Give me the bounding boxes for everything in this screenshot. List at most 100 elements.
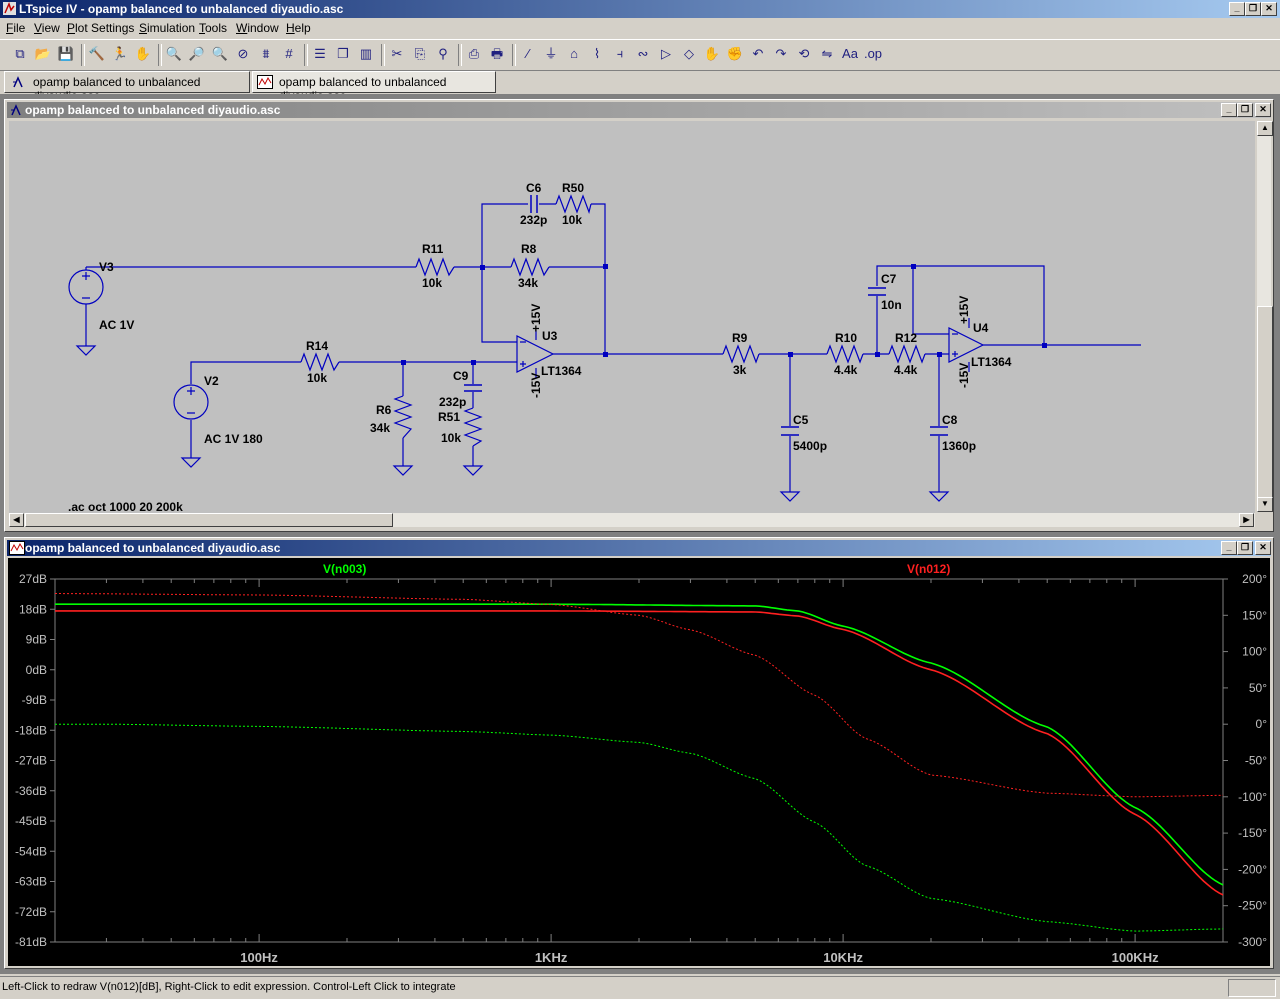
waveform-icon	[257, 75, 273, 89]
ground-icon[interactable]: ⏚	[544, 46, 558, 61]
svg-text:AC 1V 180: AC 1V 180	[204, 432, 263, 446]
copy-icon[interactable]: ⎘	[414, 46, 426, 61]
minimize-button[interactable]: _	[1229, 2, 1245, 16]
move-icon[interactable]: ✋	[703, 46, 721, 61]
document-tabs: opamp balanced to unbalanced diyaudio.as…	[0, 71, 1280, 103]
wire-icon[interactable]: ∕	[526, 46, 530, 61]
save-icon[interactable]: 💾	[57, 46, 75, 61]
schematic-canvas[interactable]: V3 AC 1V V2 AC 1V 180 R11 10k R8 34k C6 …	[9, 121, 1255, 513]
y-tick-label: 0dB	[26, 663, 47, 677]
component-icon[interactable]: ◇	[684, 46, 694, 61]
ground-symbols	[75, 345, 950, 502]
menu-file[interactable]: File	[6, 21, 26, 35]
control-panel-icon[interactable]: 🔨	[88, 46, 106, 61]
mirror-icon[interactable]: ⇋	[821, 46, 833, 61]
zoom-fit-icon[interactable]: ⊘	[237, 46, 249, 61]
find-icon[interactable]: ⚲	[438, 46, 448, 61]
voltage-source-v2[interactable]	[173, 384, 209, 420]
new-schematic-icon[interactable]: ⧉	[15, 46, 25, 61]
drag-icon[interactable]: ✊	[726, 46, 744, 61]
scroll-down-icon[interactable]: ▼	[1257, 497, 1273, 512]
y-tick-label: -54dB	[15, 844, 47, 858]
opamps[interactable]	[516, 327, 985, 373]
close-button[interactable]: ✕	[1261, 2, 1277, 16]
svg-text:AC 1V: AC 1V	[99, 318, 134, 332]
menu-tools[interactable]: Tools	[199, 21, 228, 35]
tile-horizontal-icon[interactable]: ☰	[314, 46, 326, 61]
restore-button[interactable]: ❐	[1237, 541, 1253, 555]
trace-vn012-phase	[55, 593, 1224, 798]
menu-plot-settings[interactable]: Plot Settings	[67, 21, 135, 35]
tab-waveform[interactable]: opamp balanced to unbalanced diyaudio.as…	[252, 71, 496, 103]
print-preview-icon[interactable]: ⎙	[468, 46, 480, 61]
restore-button[interactable]: ❐	[1245, 2, 1261, 16]
halt-icon[interactable]: ✋	[134, 46, 152, 61]
cut-icon[interactable]: ✂	[391, 46, 403, 61]
scroll-up-icon[interactable]: ▲	[1257, 121, 1273, 136]
tile-vertical-icon[interactable]: ▥	[359, 46, 373, 61]
trace-label-vn012[interactable]: V(n012)	[907, 562, 950, 576]
voltage-source-v3[interactable]	[68, 269, 104, 305]
svg-text:V2: V2	[204, 374, 219, 388]
tab-schematic[interactable]: opamp balanced to unbalanced diyaudio.as…	[4, 71, 250, 103]
capacitors[interactable]	[464, 195, 948, 436]
close-button[interactable]: ✕	[1255, 103, 1271, 117]
diode-icon[interactable]: ▷	[661, 46, 671, 61]
close-button[interactable]: ✕	[1255, 541, 1271, 555]
app-title: LTspice IV - opamp balanced to unbalance…	[19, 2, 344, 16]
y-tick-label: -27dB	[15, 754, 47, 768]
text-icon[interactable]: Aa	[842, 46, 858, 61]
restore-button[interactable]: ❐	[1237, 103, 1253, 117]
open-icon[interactable]: 📂	[34, 46, 52, 61]
spice-directive-icon[interactable]: .op	[863, 46, 883, 61]
scroll-thumb[interactable]	[25, 513, 393, 527]
autorange-icon[interactable]: ⩩	[262, 46, 270, 61]
grid-icon[interactable]: #	[285, 46, 293, 61]
capacitor-icon[interactable]: ⫞	[616, 46, 624, 61]
resistor-icon[interactable]: ⌇	[593, 46, 601, 61]
status-text: Left-Click to redraw V(n012)[dB], Right-…	[2, 981, 456, 993]
y-tick-label: -63dB	[15, 875, 47, 889]
cascade-icon[interactable]: ❐	[337, 46, 349, 61]
undo-icon[interactable]: ↶	[752, 46, 764, 61]
zoom-out-icon[interactable]: 🔍	[211, 46, 229, 61]
spice-directive: .ac oct 1000 20 200k	[68, 500, 183, 513]
svg-text:1360p: 1360p	[942, 439, 976, 453]
ltspice-icon	[3, 2, 16, 15]
scroll-thumb[interactable]	[1257, 306, 1273, 498]
schematic-icon	[11, 104, 21, 116]
trace-label-vn003[interactable]: V(n003)	[323, 562, 366, 576]
svg-text:+15V: +15V	[957, 296, 971, 324]
schematic-window-title-bar: opamp balanced to unbalanced diyaudio.as…	[7, 102, 1271, 118]
menu-window[interactable]: Window	[236, 21, 279, 35]
y-tick-label: -50°	[1245, 754, 1267, 768]
minimize-button[interactable]: _	[1221, 541, 1237, 555]
schematic-window: opamp balanced to unbalanced diyaudio.as…	[4, 99, 1274, 532]
zoom-back-icon[interactable]: 🔎	[188, 46, 206, 61]
rotate-icon[interactable]: ⟲	[798, 46, 810, 61]
scroll-left-icon[interactable]: ◀	[9, 513, 24, 527]
scroll-right-icon[interactable]: ▶	[1239, 513, 1254, 527]
inductor-icon[interactable]: ∾	[637, 46, 649, 61]
waveform-plot[interactable]: 27dB18dB9dB0dB-9dB-18dB-27dB-36dB-45dB-5…	[8, 558, 1270, 966]
svg-text:C6: C6	[526, 181, 542, 195]
toolbar-separator	[381, 44, 385, 66]
menu-help[interactable]: Help	[286, 21, 311, 35]
menu-view[interactable]: View	[34, 21, 60, 35]
minimize-button[interactable]: _	[1221, 103, 1237, 117]
vertical-scrollbar[interactable]: ▲ ▼	[1257, 121, 1273, 512]
redo-icon[interactable]: ↷	[775, 46, 787, 61]
x-tick-label: 100Hz	[240, 950, 278, 965]
run-icon[interactable]: 🏃	[111, 46, 129, 61]
menu-bar: File View Plot Settings Simulation Tools…	[0, 19, 1280, 37]
resistors[interactable]	[300, 194, 926, 447]
print-icon[interactable]: 🖶	[490, 46, 504, 61]
zoom-in-icon[interactable]: 🔍	[165, 46, 183, 61]
horizontal-scrollbar[interactable]: ◀ ▶	[9, 513, 1255, 527]
y-tick-label: 100°	[1242, 645, 1267, 659]
label-icon[interactable]: ⌂	[570, 46, 578, 61]
svg-text:4.4k: 4.4k	[894, 363, 918, 377]
svg-text:4.4k: 4.4k	[834, 363, 858, 377]
menu-simulation[interactable]: Simulation	[139, 21, 196, 35]
component-labels: V3 AC 1V V2 AC 1V 180 R11 10k R8 34k C6 …	[68, 181, 1012, 513]
